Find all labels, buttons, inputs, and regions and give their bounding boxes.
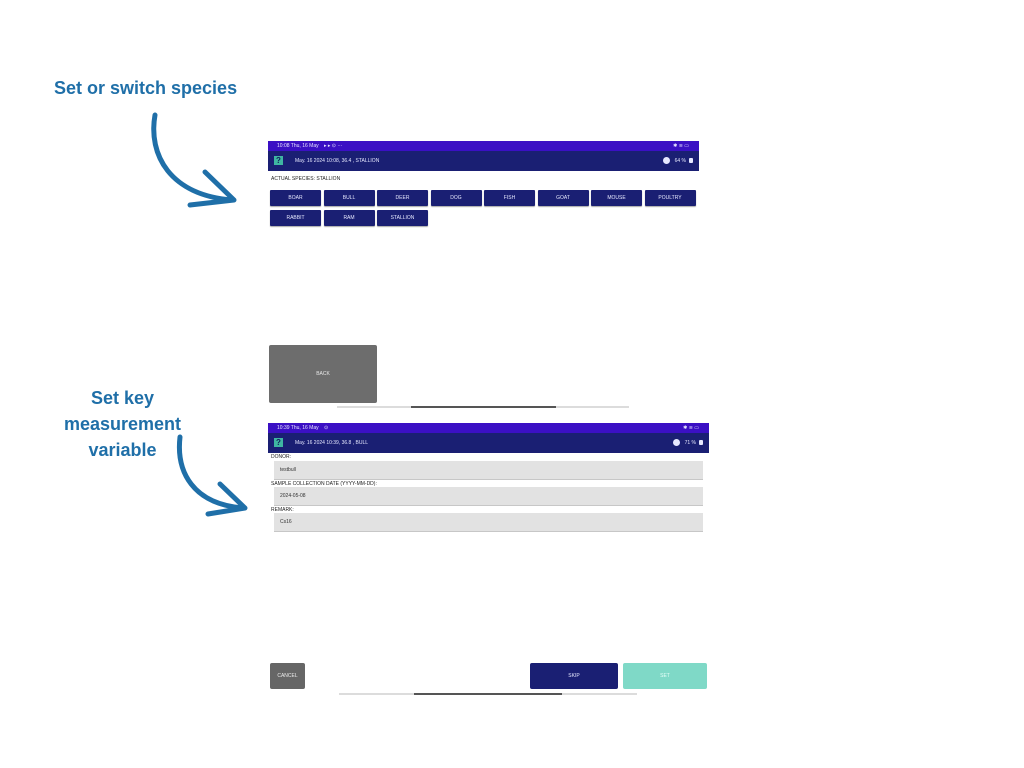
battery-percent: 64 % [674,158,686,164]
donor-label: DONOR: [271,454,291,460]
status-time: 10:39 Thu, 16 May [277,425,319,431]
set-button[interactable]: SET [623,663,707,689]
status-bar: 10:08 Thu, 16 May ▸ ▸ ⊙ ··· ✱ ≋ ▭ [268,141,699,151]
status-icons: ▸ ▸ ⊙ ··· [324,143,343,149]
species-button-deer[interactable]: DEER [377,190,428,206]
app-bar: ? May. 16 2024 10:39, 36.8 , BULL 71 % [268,433,709,453]
nav-bar [339,693,637,695]
nav-bar [337,406,629,408]
species-button-mouse[interactable]: MOUSE [591,190,642,206]
measurement-screen: 10:39 Thu, 16 May ⊙ ✱ ≋ ▭ ? May. 16 2024… [268,423,709,703]
species-button-fish[interactable]: FISH [484,190,535,206]
species-button-ram[interactable]: RAM [323,210,375,226]
sample-date-field[interactable]: 2024-05-08 [274,487,703,506]
annotation-measurement: Set key measurement variable [30,385,215,463]
species-button-dog[interactable]: DOG [430,190,482,206]
app-title: May. 16 2024 10:39, 36.8 , BULL [295,440,369,446]
species-button-poultry[interactable]: POULTRY [644,190,696,206]
app-bar: ? May. 16 2024 10:08, 36.4 , STALLION 64… [268,151,699,171]
species-button-stallion[interactable]: STALLION [377,210,428,226]
app-title: May. 16 2024 10:08, 36.4 , STALLION [295,158,380,164]
app-help-icon[interactable]: ? [274,438,283,447]
species-button-boar[interactable]: BOAR [270,190,321,206]
battery-status: 64 % [662,151,693,171]
lock-icon [689,158,693,164]
nav-handle[interactable] [414,693,562,695]
status-right-icons: ✱ ≋ ▭ [673,143,689,149]
donor-field[interactable]: testbull [274,461,703,480]
actual-species-label: ACTUAL SPECIES: STALLION [271,176,341,182]
battery-status: 71 % [672,433,703,453]
status-icons: ⊙ [324,425,329,431]
species-button-bull[interactable]: BULL [323,190,375,206]
annotation-measurement-line2: variable [88,440,157,460]
skip-button[interactable]: SKIP [530,663,618,689]
remark-label: REMARK: [271,507,294,513]
back-button[interactable]: BACK [269,345,377,403]
species-screen: 10:08 Thu, 16 May ▸ ▸ ⊙ ··· ✱ ≋ ▭ ? May.… [268,141,699,411]
remark-field[interactable]: Cs16 [274,513,703,532]
species-button-rabbit[interactable]: RABBIT [270,210,321,226]
status-bar: 10:39 Thu, 16 May ⊙ ✱ ≋ ▭ [268,423,709,433]
app-help-icon[interactable]: ? [274,156,283,165]
status-right-icons: ✱ ≋ ▭ [683,425,699,431]
curved-arrow-icon [151,112,237,208]
lock-icon [699,440,703,446]
species-button-goat[interactable]: GOAT [537,190,589,206]
status-time: 10:08 Thu, 16 May [277,143,319,149]
gauge-icon [672,439,680,447]
nav-handle[interactable] [411,406,556,408]
annotation-species: Set or switch species [54,78,238,98]
battery-percent: 71 % [684,440,696,446]
curved-arrow-icon [176,434,248,517]
annotation-measurement-line1: Set key measurement [63,388,182,434]
gauge-icon [662,157,670,165]
cancel-button[interactable]: CANCEL [270,663,305,689]
sample-date-label: SAMPLE COLLECTION DATE (YYYY-MM-DD): [271,481,377,487]
